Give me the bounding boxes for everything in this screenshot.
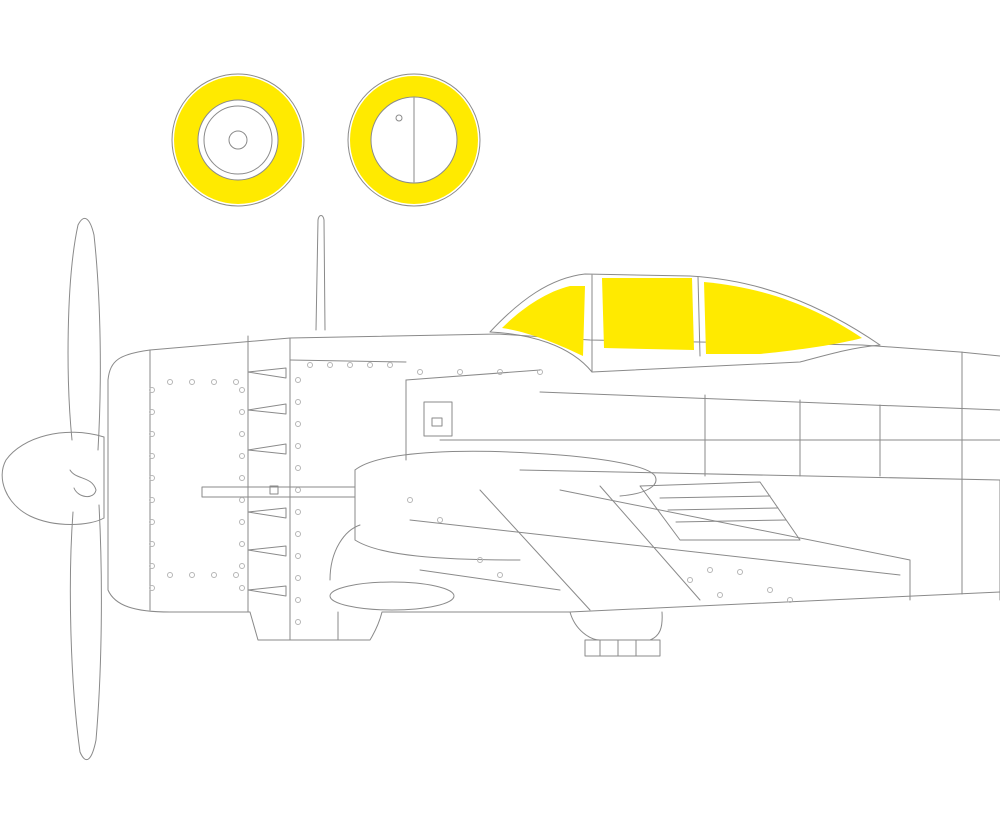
canopy: [489, 273, 881, 373]
rivet: [149, 585, 155, 591]
rivet: [307, 362, 313, 368]
rivet: [497, 572, 503, 578]
rivet: [295, 619, 301, 625]
rivet: [149, 387, 155, 393]
rivet: [497, 369, 503, 375]
rivet: [457, 369, 463, 375]
rivet: [149, 541, 155, 547]
propeller: [1, 217, 109, 761]
rivet: [407, 497, 413, 503]
rivet: [295, 597, 301, 603]
rivet: [239, 475, 245, 481]
rivet: [149, 497, 155, 503]
rivet: [189, 572, 195, 578]
rivet: [767, 587, 773, 593]
rivet: [295, 531, 301, 537]
rivet: [149, 563, 155, 569]
rivet: [295, 487, 301, 493]
rivet: [239, 563, 245, 569]
rivet: [347, 362, 353, 368]
rivet: [239, 585, 245, 591]
rivet: [149, 431, 155, 437]
rivet: [239, 453, 245, 459]
rivet: [149, 519, 155, 525]
rivet: [295, 421, 301, 427]
rivet: [367, 362, 373, 368]
rivet: [707, 567, 713, 573]
rivet: [295, 575, 301, 581]
rivet: [233, 379, 239, 385]
rivet: [149, 453, 155, 459]
rivet: [295, 553, 301, 559]
rivet: [149, 409, 155, 415]
rivet: [387, 362, 393, 368]
rivet: [239, 519, 245, 525]
rivet: [437, 517, 443, 523]
rivet: [327, 362, 333, 368]
rivet: [239, 541, 245, 547]
rivet: [211, 572, 217, 578]
rivet: [717, 592, 723, 598]
rivet: [233, 572, 239, 578]
rivet: [239, 387, 245, 393]
rivet-marks: [149, 362, 793, 625]
rivet: [737, 569, 743, 575]
rivet: [477, 557, 483, 563]
rivet: [239, 409, 245, 415]
rivet: [687, 577, 693, 583]
rivet: [211, 379, 217, 385]
rivet: [239, 431, 245, 437]
rivet: [295, 399, 301, 405]
rivet: [787, 597, 793, 603]
wheel-mask-right: [347, 73, 481, 207]
wing: [329, 450, 1000, 657]
rivet: [295, 509, 301, 515]
fuselage: [107, 215, 1000, 641]
rivet: [417, 369, 423, 375]
rivet: [167, 572, 173, 578]
rivet: [295, 443, 301, 449]
rivet: [239, 497, 245, 503]
rivet: [189, 379, 195, 385]
rivet: [537, 369, 543, 375]
rivet: [295, 465, 301, 471]
rivet: [295, 377, 301, 383]
rivet: [167, 379, 173, 385]
rivet: [149, 475, 155, 481]
wheel-mask-left: [171, 73, 305, 207]
